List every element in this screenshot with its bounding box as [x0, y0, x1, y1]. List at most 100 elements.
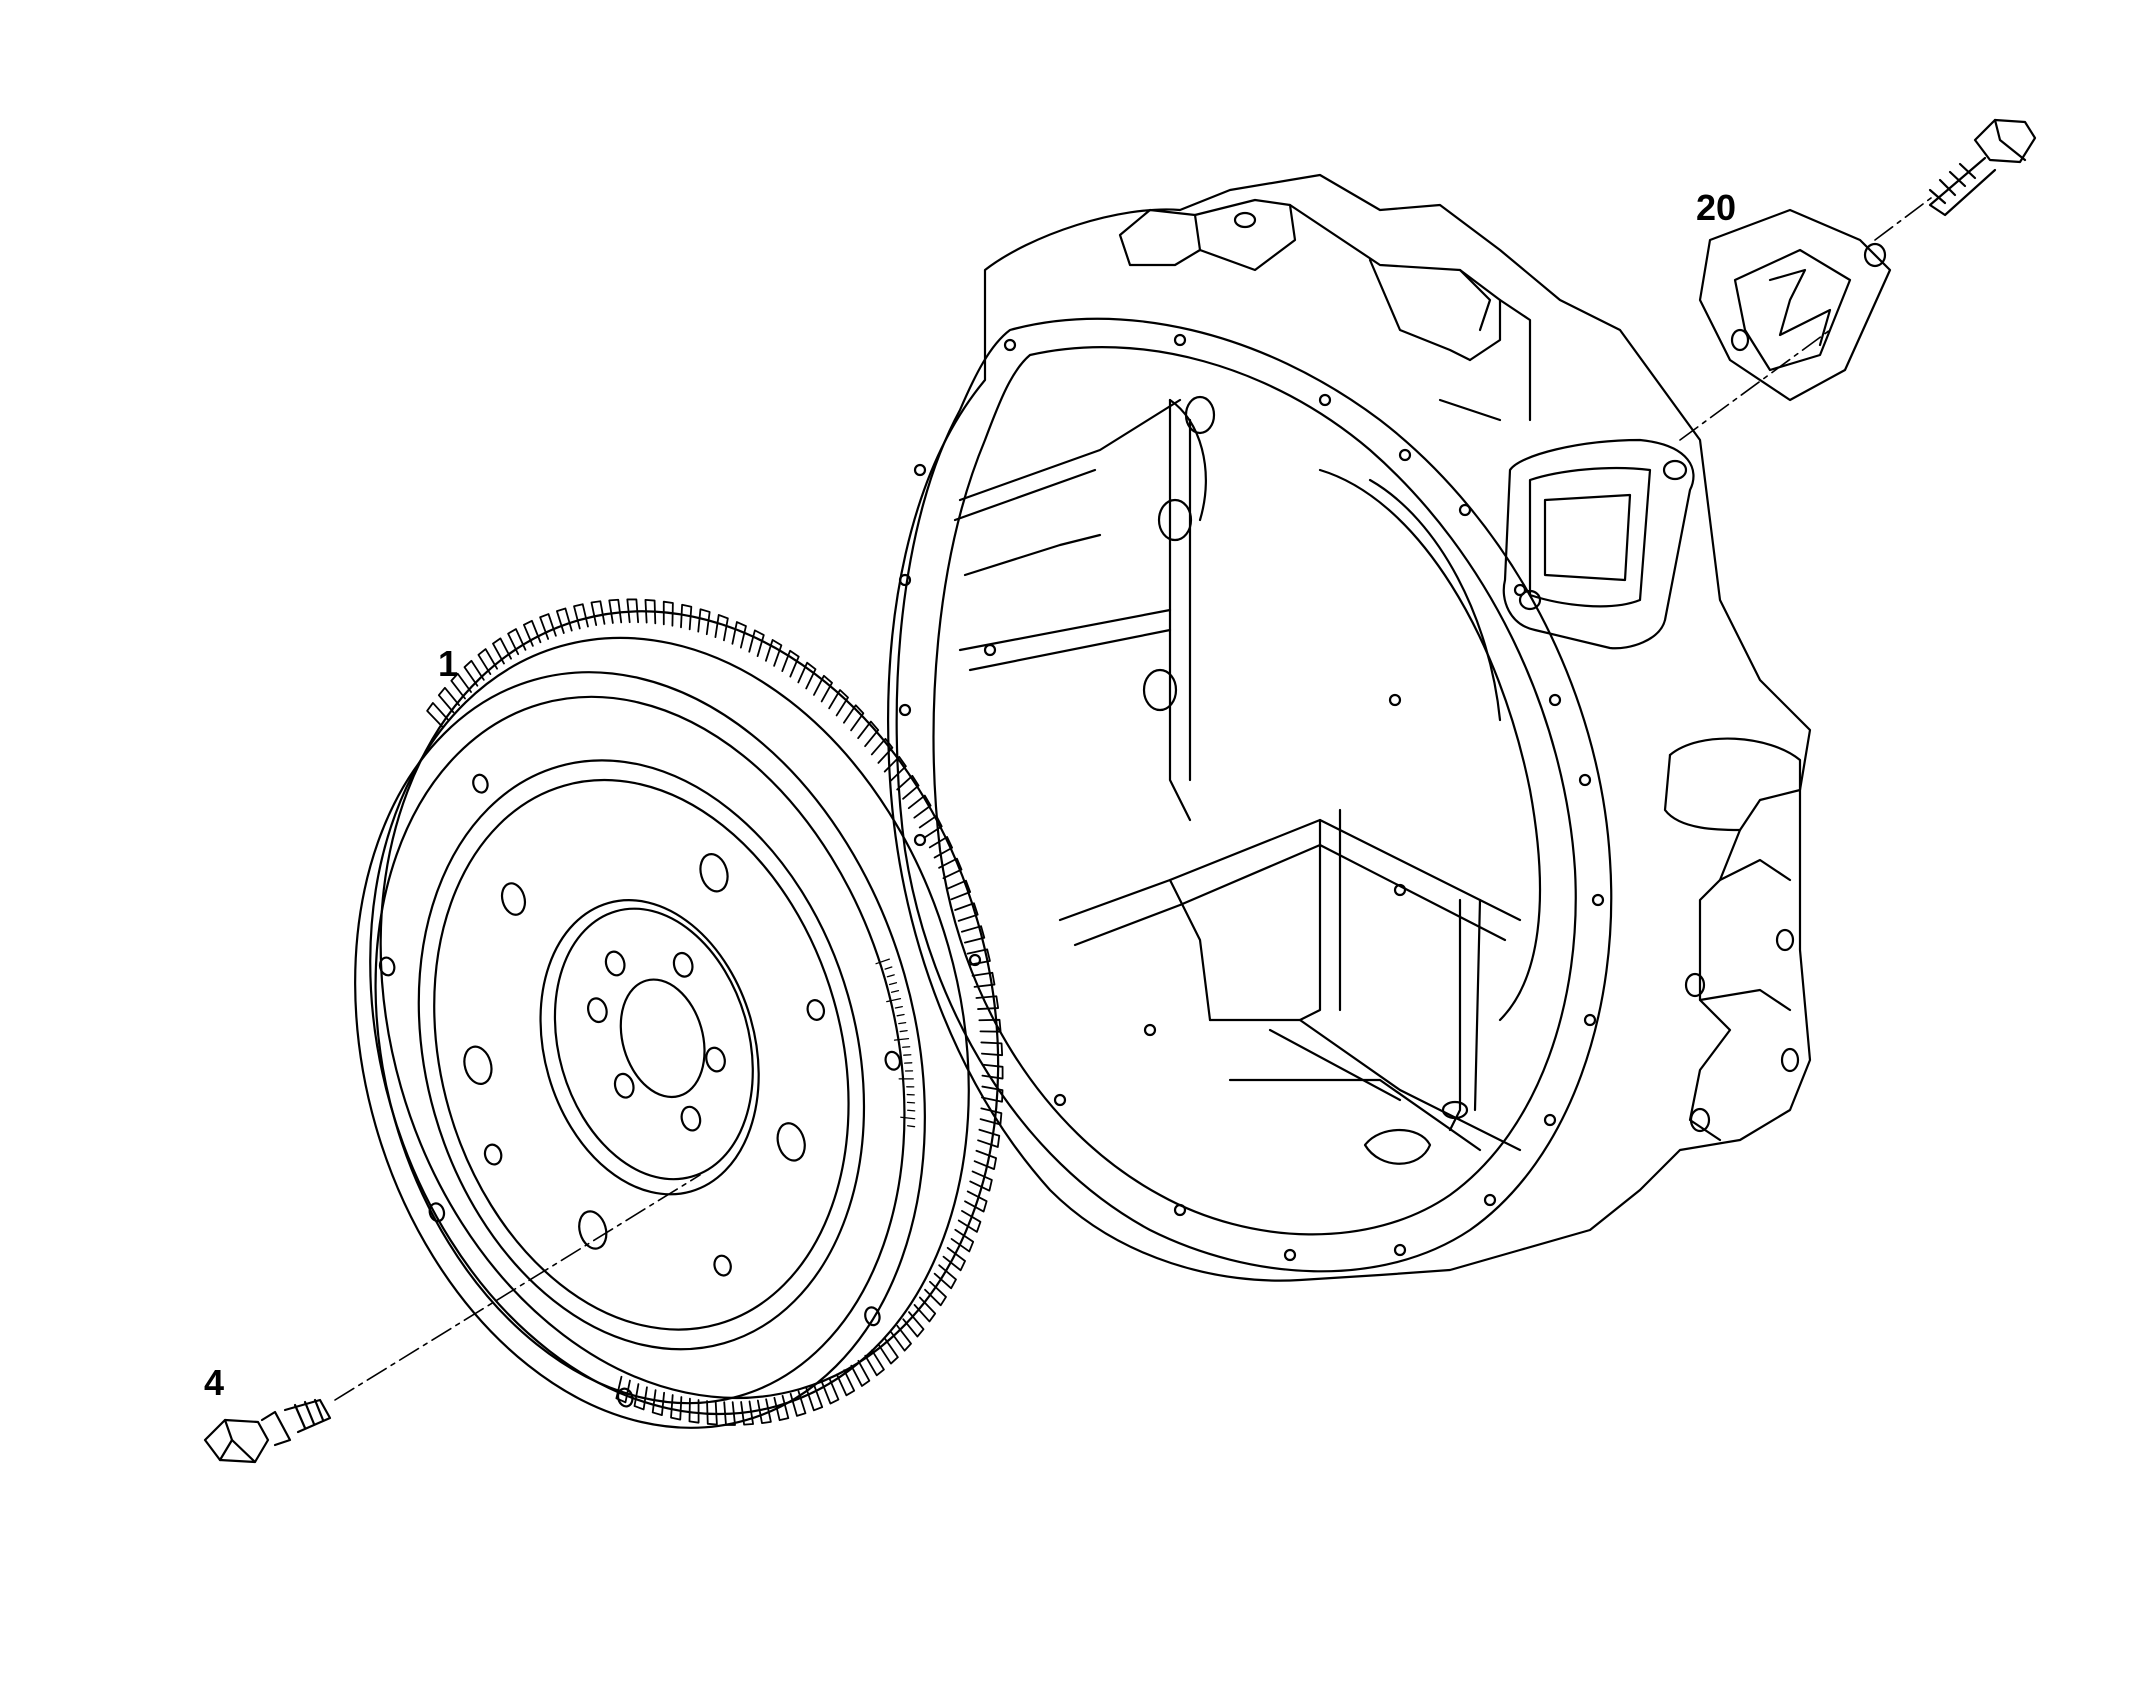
timing-tick: [903, 1045, 910, 1048]
gear-tooth: [967, 948, 990, 966]
gear-tooth: [913, 1295, 937, 1325]
gear-tooth: [761, 638, 786, 668]
gear-tooth: [794, 661, 820, 690]
timing-tick: [908, 1108, 915, 1112]
timing-tick: [905, 1061, 912, 1064]
flywheel-face: [352, 707, 931, 1402]
gear-tooth: [918, 815, 943, 838]
gear-tooth: [810, 674, 837, 703]
gear-tooth: [611, 1375, 635, 1405]
housing-inner-bore: [934, 347, 1576, 1234]
inspection-cover: [1700, 210, 1890, 400]
timing-tick: [890, 983, 897, 985]
ring-gear-front: [282, 566, 1057, 1485]
ring-gear-teeth: [403, 522, 1097, 1462]
gear-tooth: [777, 649, 803, 678]
flywheel-housing: [888, 175, 1810, 1281]
timing-tick: [908, 1101, 915, 1105]
gear-tooth: [647, 1388, 670, 1417]
housing-inspection-port: [1504, 440, 1694, 648]
gear-tooth: [978, 1103, 1005, 1129]
gear-tooth: [947, 880, 971, 899]
gear-tooth: [890, 1324, 912, 1353]
timing-tick: [901, 1114, 915, 1123]
gear-tooth: [902, 1310, 925, 1339]
callout-1: 1: [438, 643, 459, 684]
gear-tooth: [942, 1244, 968, 1274]
timing-tick: [899, 1022, 906, 1025]
gear-tooth: [477, 647, 498, 675]
timing-tick: [897, 1014, 904, 1017]
gear-tooth: [955, 903, 978, 921]
timing-tick: [887, 975, 894, 977]
housing-front-flange: [897, 319, 1612, 1272]
gear-tooth: [791, 1391, 806, 1416]
gear-tooth: [836, 1369, 855, 1396]
timing-tick: [876, 959, 890, 964]
ring-gear-rear: [291, 537, 1088, 1471]
gear-tooth: [971, 970, 995, 990]
gear-tooth: [980, 1059, 1006, 1083]
timing-tick: [895, 1036, 909, 1042]
gear-tooth: [607, 598, 625, 625]
gear-tooth: [963, 1187, 990, 1216]
gear-tooth: [437, 685, 460, 714]
gear-tooth: [825, 688, 852, 716]
gear-tooth: [895, 775, 921, 800]
timing-tick: [887, 998, 901, 1003]
gear-tooth: [658, 599, 679, 628]
timing-tick: [907, 1093, 914, 1097]
gear-tooth: [949, 1226, 975, 1255]
gear-tooth: [968, 1167, 995, 1195]
flywheel: [253, 522, 1097, 1505]
gear-tooth: [979, 1037, 1005, 1060]
gear-tooth: [756, 1398, 773, 1424]
gear-tooth: [710, 613, 734, 643]
timing-scale: [858, 959, 936, 1130]
gear-tooth: [744, 628, 769, 658]
gear-tooth: [702, 1399, 722, 1427]
gear-tooth: [869, 738, 896, 764]
gear-tooth: [977, 1015, 1002, 1037]
gear-tooth: [972, 1146, 999, 1174]
gear-tooth: [882, 756, 909, 782]
gear-tooth: [463, 659, 485, 688]
gear-tooth: [851, 1359, 871, 1387]
housing-side-mount: [1665, 739, 1800, 1140]
gear-tooth: [540, 614, 556, 640]
gear-tooth: [840, 704, 867, 732]
housing-outline: [888, 175, 1810, 1281]
gear-tooth: [822, 1378, 839, 1404]
gear-tooth: [923, 1279, 948, 1309]
timing-tick: [895, 1006, 902, 1009]
gear-tooth: [928, 836, 953, 858]
gear-tooth: [590, 600, 607, 626]
flywheel-hub: [507, 874, 792, 1220]
housing-top-bosses: [1120, 200, 1530, 420]
gear-tooth: [426, 700, 450, 730]
gear-tooth: [877, 1337, 899, 1366]
gear-tooth: [933, 1262, 958, 1292]
gear-tooth: [508, 628, 527, 655]
cover-bolt-center-line: [1875, 195, 1935, 240]
timing-tick: [906, 1069, 913, 1073]
gear-tooth: [738, 1400, 756, 1427]
gear-tooth: [956, 1207, 982, 1236]
gear-tooth: [975, 1125, 1002, 1152]
gear-tooth: [864, 1349, 885, 1377]
gear-tooth: [683, 1396, 704, 1425]
callout-20: 20: [1696, 187, 1737, 228]
flywheel-bolt: [205, 1400, 330, 1462]
gear-tooth: [675, 602, 697, 631]
gear-tooth: [692, 607, 715, 636]
gear-tooth: [975, 993, 1000, 1014]
gear-tooth: [806, 1385, 822, 1411]
gear-tooth: [641, 597, 661, 625]
timing-tick: [885, 967, 892, 969]
cover-center-line: [1680, 330, 1830, 440]
cover-bolt: [1930, 120, 2035, 215]
bolt-center-line: [335, 1175, 700, 1400]
gear-tooth: [855, 720, 882, 747]
